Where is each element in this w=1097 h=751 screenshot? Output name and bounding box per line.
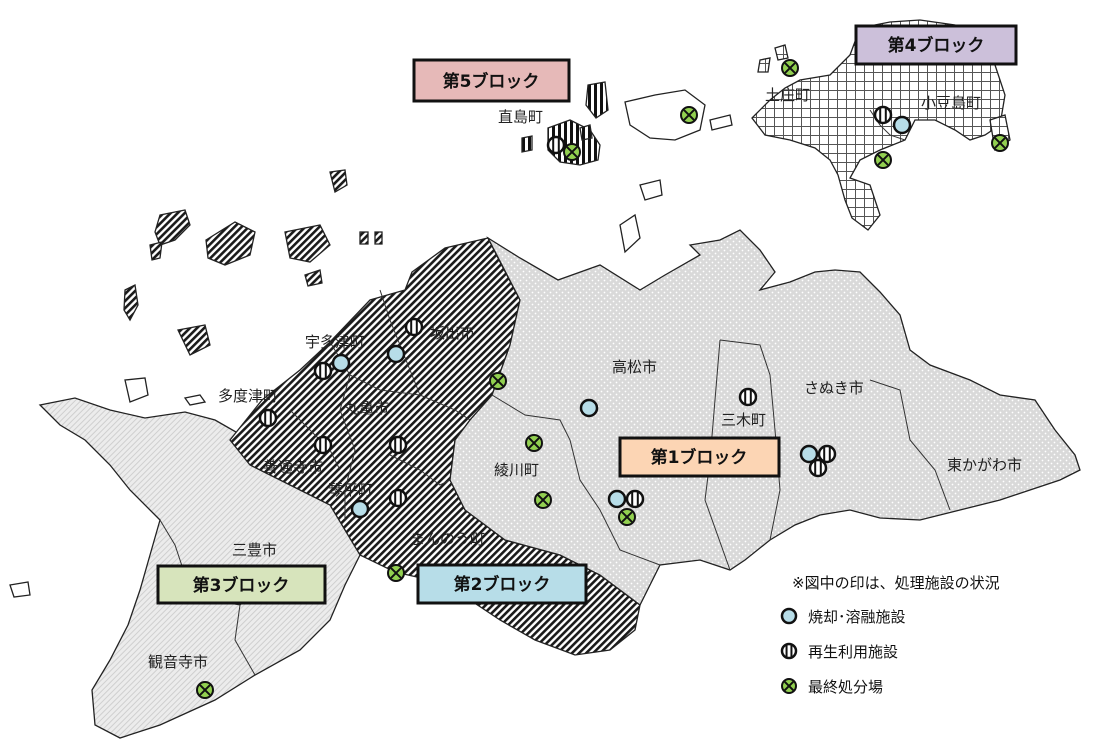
incineration-facility-icon — [579, 398, 599, 418]
label-higashikagawa: 東かがわ市 — [947, 456, 1022, 474]
block2-island — [374, 231, 383, 245]
landfill-site-icon — [534, 491, 552, 509]
legend-item-incineration: 焼却･溶融施設 — [808, 608, 906, 626]
incineration-facility-icon — [607, 489, 627, 509]
incineration-facility-icon — [780, 607, 798, 625]
svg-text:第5ブロック: 第5ブロック — [443, 71, 540, 92]
recycling-facility-icon — [873, 105, 893, 125]
block-label-2: 第2ブロック — [416, 563, 588, 605]
recycling-facility-icon — [808, 458, 828, 478]
incineration-facility-icon — [386, 344, 406, 364]
label-kanonji: 観音寺市 — [148, 653, 208, 671]
municipality-labels: 直島町 土庄町 小豆島町 宇多津町 坂出市 高松市 さぬき市 多度津町 丸亀市 … — [148, 86, 1022, 671]
block2-island — [154, 209, 191, 246]
block2-island — [284, 224, 331, 263]
label-mannou: まんのう町 — [410, 530, 485, 548]
legend-item-recycling: 再生利用施設 — [808, 643, 898, 661]
landfill-site-icon — [618, 508, 636, 526]
island — [9, 581, 31, 598]
label-shodoshima: 小豆島町 — [921, 94, 981, 112]
recycling-facility-icon — [738, 387, 758, 407]
block4-island — [774, 44, 789, 61]
island — [619, 213, 641, 254]
label-mitoyo: 三豊市 — [232, 541, 277, 559]
landfill-site-icon — [387, 564, 405, 582]
label-naoshima: 直島町 — [498, 108, 543, 126]
label-kotohira: 琴平町 — [328, 481, 373, 499]
landfill-site-icon — [196, 681, 214, 699]
incineration-facility-icon — [892, 115, 912, 135]
landfill-site-icon — [781, 59, 799, 77]
label-tonosho: 土庄町 — [765, 86, 810, 104]
landfill-site-icon — [781, 678, 797, 694]
svg-text:第4ブロック: 第4ブロック — [888, 35, 985, 56]
block2-island — [123, 284, 139, 322]
landfill-site-icon — [680, 106, 698, 124]
label-utazu: 宇多津町 — [305, 333, 365, 351]
svg-text:第3ブロック: 第3ブロック — [193, 575, 290, 596]
incineration-facility-icon — [350, 499, 370, 519]
label-ayagawa: 綾川町 — [494, 461, 539, 479]
island — [639, 179, 663, 201]
label-marugame: 丸亀市 — [344, 399, 389, 417]
landfill-site-icon — [991, 134, 1009, 152]
block-label-4: 第4ブロック — [854, 24, 1018, 66]
block2-island — [304, 269, 323, 287]
recycling-facility-icon — [388, 488, 408, 508]
label-miki: 三木町 — [721, 411, 766, 429]
legend-title: ※図中の印は、処理施設の状況 — [792, 574, 1000, 592]
block2-island — [205, 221, 256, 266]
block-label-3: 第3ブロック — [156, 564, 327, 605]
recycling-facility-icon — [625, 489, 645, 509]
landfill-site-icon — [525, 434, 543, 452]
label-zentsuji: 善通寺市 — [263, 458, 323, 476]
block5-island — [585, 81, 609, 119]
block2-island — [149, 241, 163, 261]
label-takamatsu: 高松市 — [612, 358, 657, 376]
recycling-facility-icon — [313, 361, 333, 381]
label-sanuki: さぬき市 — [804, 379, 864, 397]
island — [709, 114, 733, 131]
island — [624, 89, 706, 141]
facility-markers — [196, 59, 1009, 699]
recycling-facility-icon — [404, 317, 424, 337]
landfill-site-icon — [874, 151, 892, 169]
recycling-facility-icon — [546, 135, 566, 155]
block5-island — [521, 135, 533, 153]
legend-item-landfill: 最終処分場 — [808, 678, 883, 696]
recycling-facility-icon — [388, 435, 408, 455]
island — [183, 394, 207, 406]
block-label-1: 第1ブロック — [618, 436, 781, 478]
legend: ※図中の印は、処理施設の状況 焼却･溶融施設 再生利用施設 最終処分場 — [780, 574, 1000, 696]
block5-island — [579, 124, 593, 141]
block2-island — [329, 169, 348, 193]
incineration-facility-icon — [799, 444, 819, 464]
recycling-facility-icon — [780, 642, 798, 660]
recycling-facility-icon — [258, 408, 278, 428]
svg-text:第1ブロック: 第1ブロック — [651, 447, 748, 468]
block-label-5: 第5ブロック — [412, 58, 571, 103]
recycling-facility-icon — [817, 444, 837, 464]
block4-island — [757, 57, 771, 73]
recycling-facility-icon — [313, 435, 333, 455]
legend-icons — [780, 607, 798, 694]
block2-island — [359, 231, 369, 245]
island — [124, 377, 149, 403]
landfill-site-icon — [489, 372, 507, 390]
label-sakaide: 坂出市 — [430, 324, 475, 342]
block2-island — [177, 324, 211, 356]
landfill-site-icon — [563, 143, 581, 161]
incineration-facility-icon — [331, 353, 351, 373]
label-tadotsu: 多度津町 — [218, 387, 278, 405]
svg-text:第2ブロック: 第2ブロック — [454, 574, 551, 595]
block1-region — [449, 229, 1081, 606]
